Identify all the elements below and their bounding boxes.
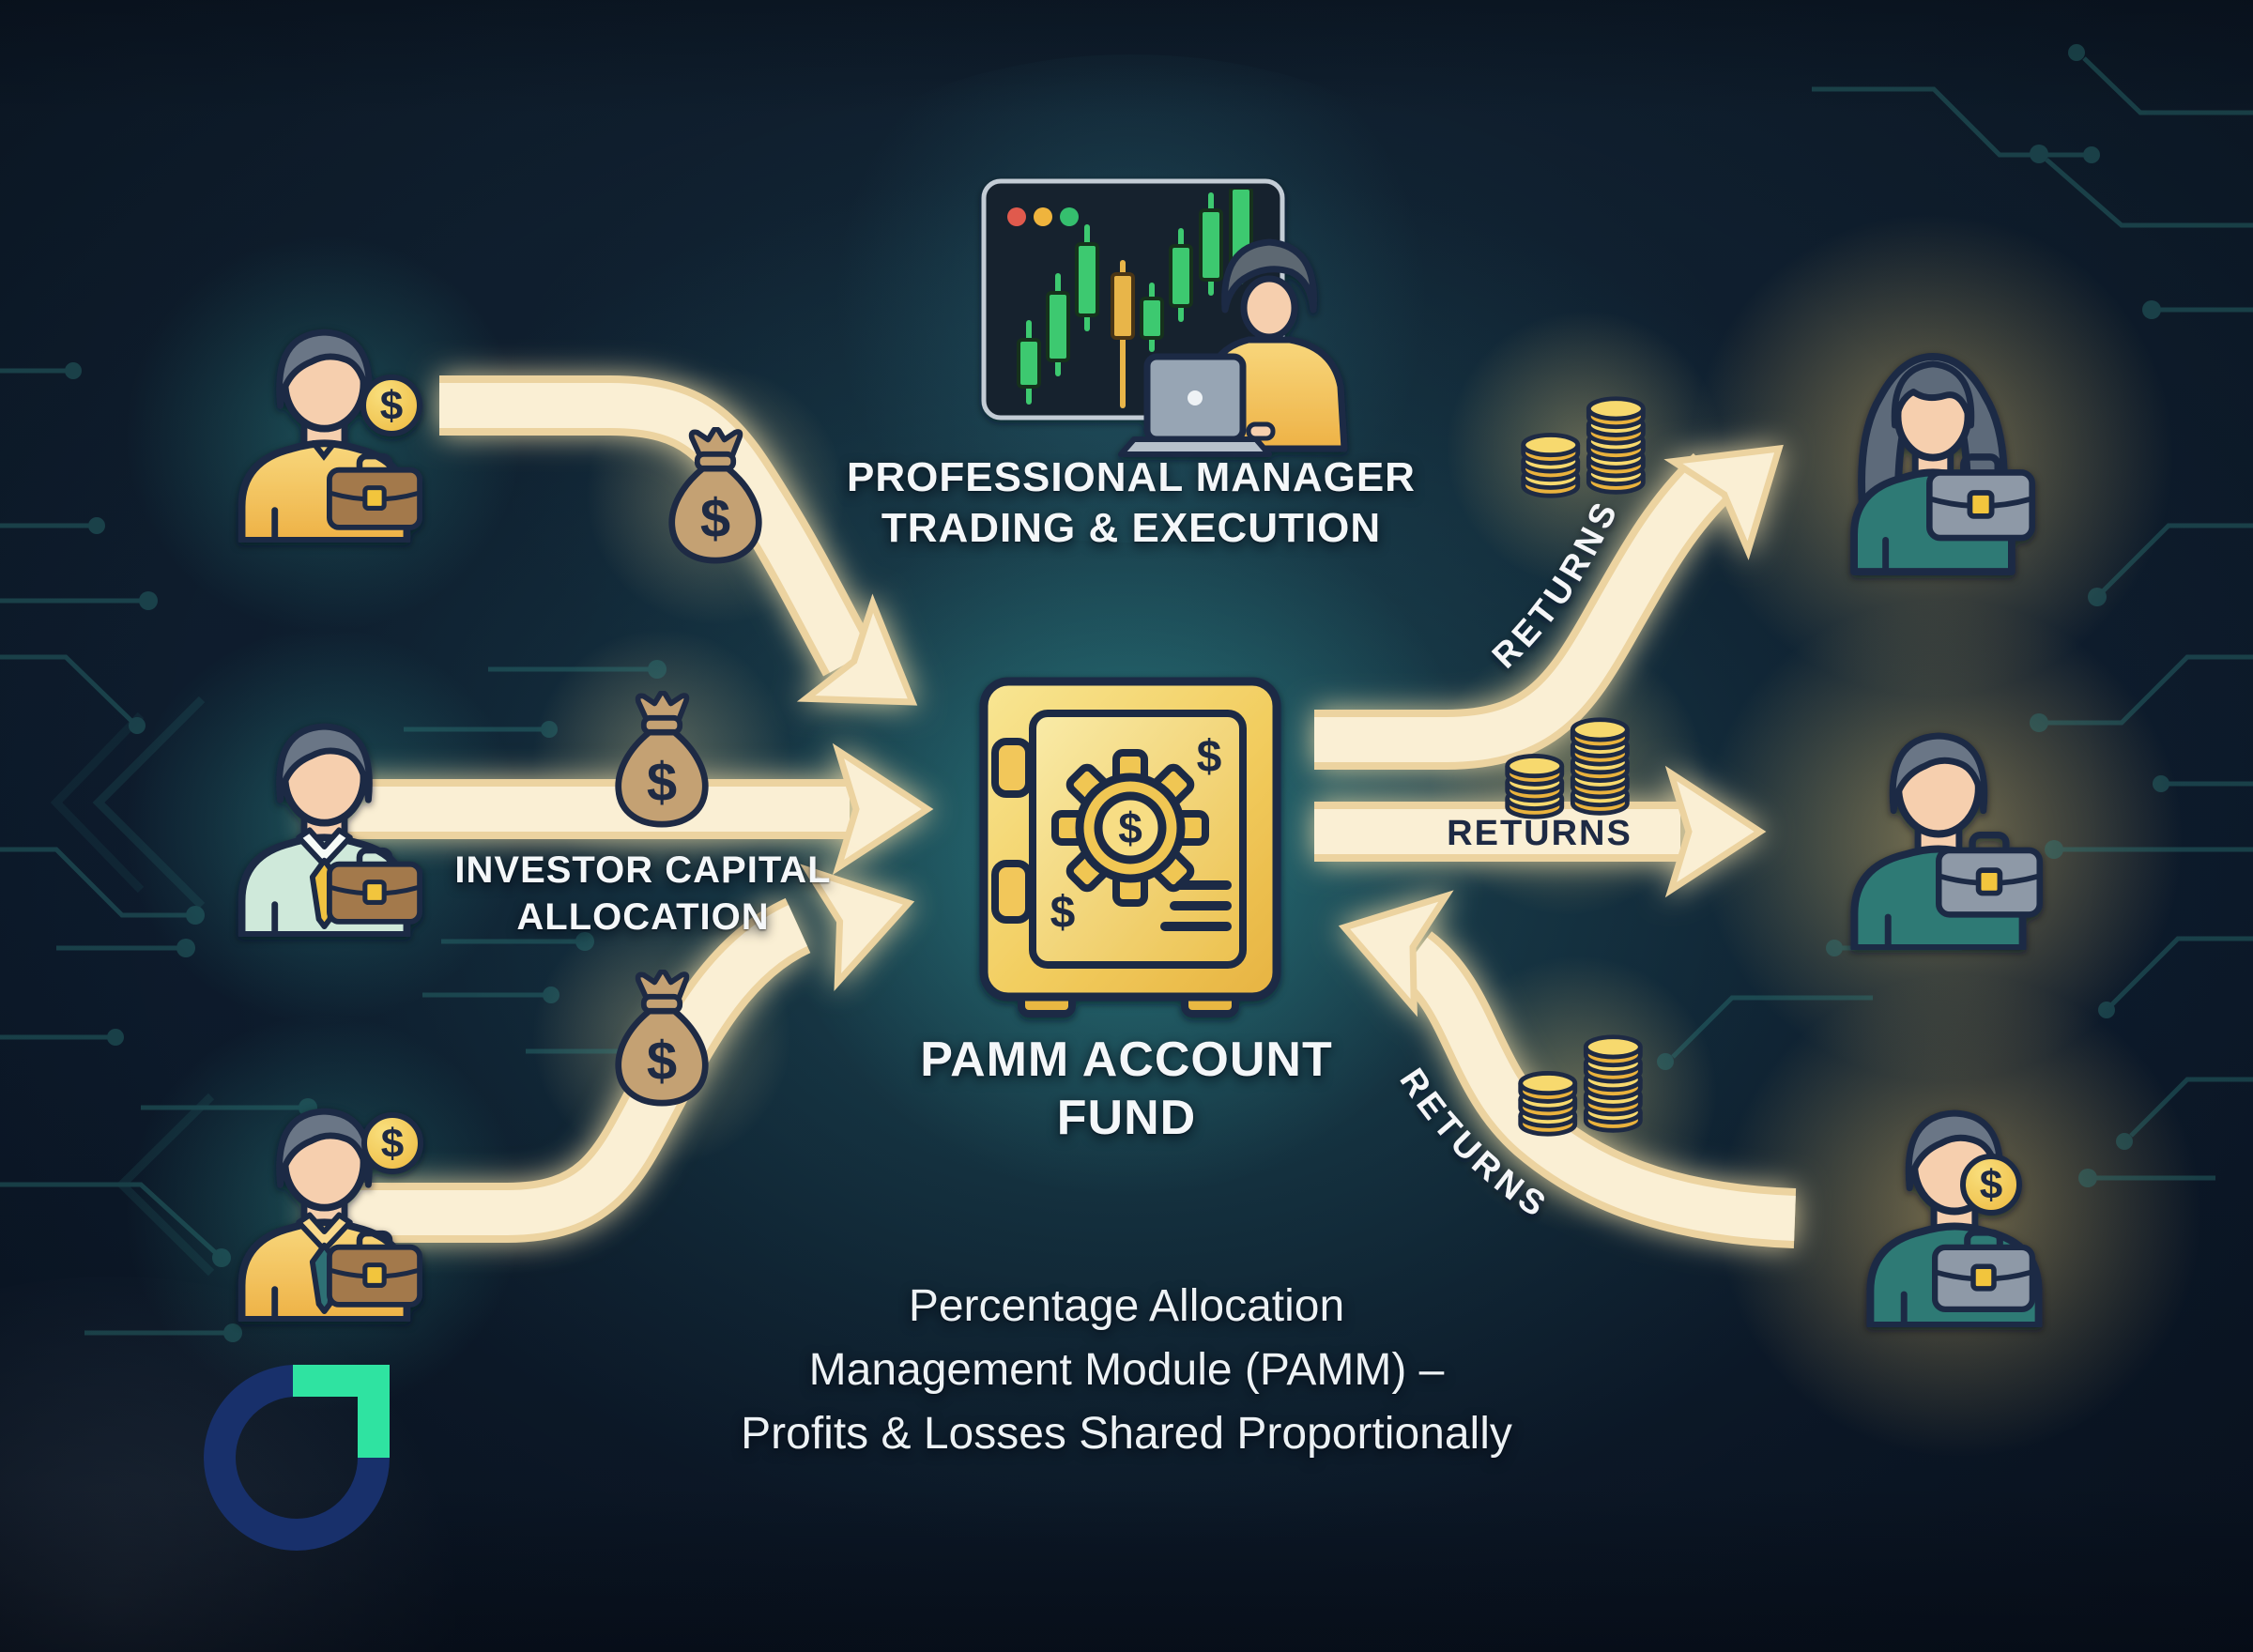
trading-chart-window <box>981 178 1348 457</box>
investor-capital-label: INVESTOR CAPITAL ALLOCATION <box>454 847 831 941</box>
vault-title: PAMM ACCOUNT FUND <box>920 1031 1333 1147</box>
caption-line3: Profits & Losses Shared Proportionally <box>741 1409 1512 1459</box>
dollar-sign: $ <box>1197 732 1222 782</box>
arrow-returns-middle <box>1314 765 1767 898</box>
gear-icon <box>1051 749 1209 907</box>
caption-line1: Percentage Allocation <box>908 1281 1345 1331</box>
arrow-returns-top <box>1314 444 1784 770</box>
dollar-sign: $ <box>647 1031 677 1092</box>
coin-stack-icon <box>1521 1037 1641 1134</box>
investor-capital-line2: ALLOCATION <box>516 896 770 938</box>
coin-stack-icon <box>1524 399 1644 496</box>
trading-chart-icon <box>1017 189 1253 408</box>
dollar-sign: $ <box>647 752 677 813</box>
dollar-sign: $ <box>1050 888 1076 938</box>
dollar-sign: $ <box>1118 803 1142 852</box>
returns-label-middle: RETURNS <box>1447 814 1632 853</box>
caption: Percentage Allocation Management Module … <box>741 1275 1512 1466</box>
arrow-capital-top <box>439 375 918 706</box>
dollar-sign: $ <box>700 488 730 549</box>
arrow-capital-middle <box>310 742 934 876</box>
vault-title-line1: PAMM ACCOUNT <box>920 1032 1333 1087</box>
dollar-sign: $ <box>380 383 403 429</box>
manager-title: PROFESSIONAL MANAGER TRADING & EXECUTION <box>847 452 1416 554</box>
vault-title-line2: FUND <box>1056 1091 1197 1145</box>
arrow-returns-bottom <box>1338 890 1797 1248</box>
manager-title-line1: PROFESSIONAL MANAGER <box>847 454 1416 500</box>
manager-figure <box>1118 238 1348 457</box>
logo-mark <box>204 1365 390 1551</box>
window-traffic-lights-icon <box>1007 207 1079 226</box>
laptop-icon <box>1118 353 1276 457</box>
manager-title-line2: TRADING & EXECUTION <box>881 505 1382 551</box>
vault-icon <box>979 677 1281 1017</box>
dollar-sign: $ <box>381 1121 404 1167</box>
investor-capital-line1: INVESTOR CAPITAL <box>454 849 832 891</box>
dollar-sign: $ <box>1980 1162 2002 1208</box>
caption-line2: Management Module (PAMM) – <box>808 1345 1445 1395</box>
